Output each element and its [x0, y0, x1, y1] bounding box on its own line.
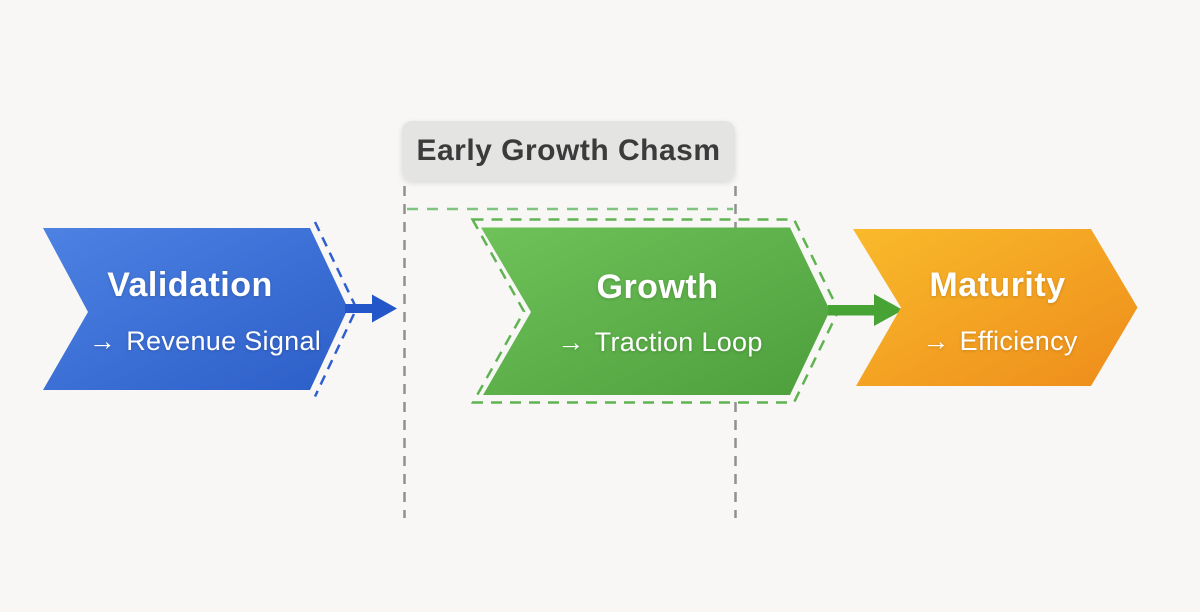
stage-growth-chevron: [481, 227, 830, 395]
stage-growth-dashed-outline: [470, 218, 840, 404]
connector-arrow-validation-to-growth: [345, 294, 397, 323]
connector-arrow-growth-to-maturity: [828, 294, 903, 326]
stage-validation-chevron: [43, 228, 348, 390]
stage-maturity-chevron: [853, 229, 1138, 386]
stage-validation-dashed-outline: [313, 221, 358, 398]
chasm-label-box: [402, 121, 735, 181]
